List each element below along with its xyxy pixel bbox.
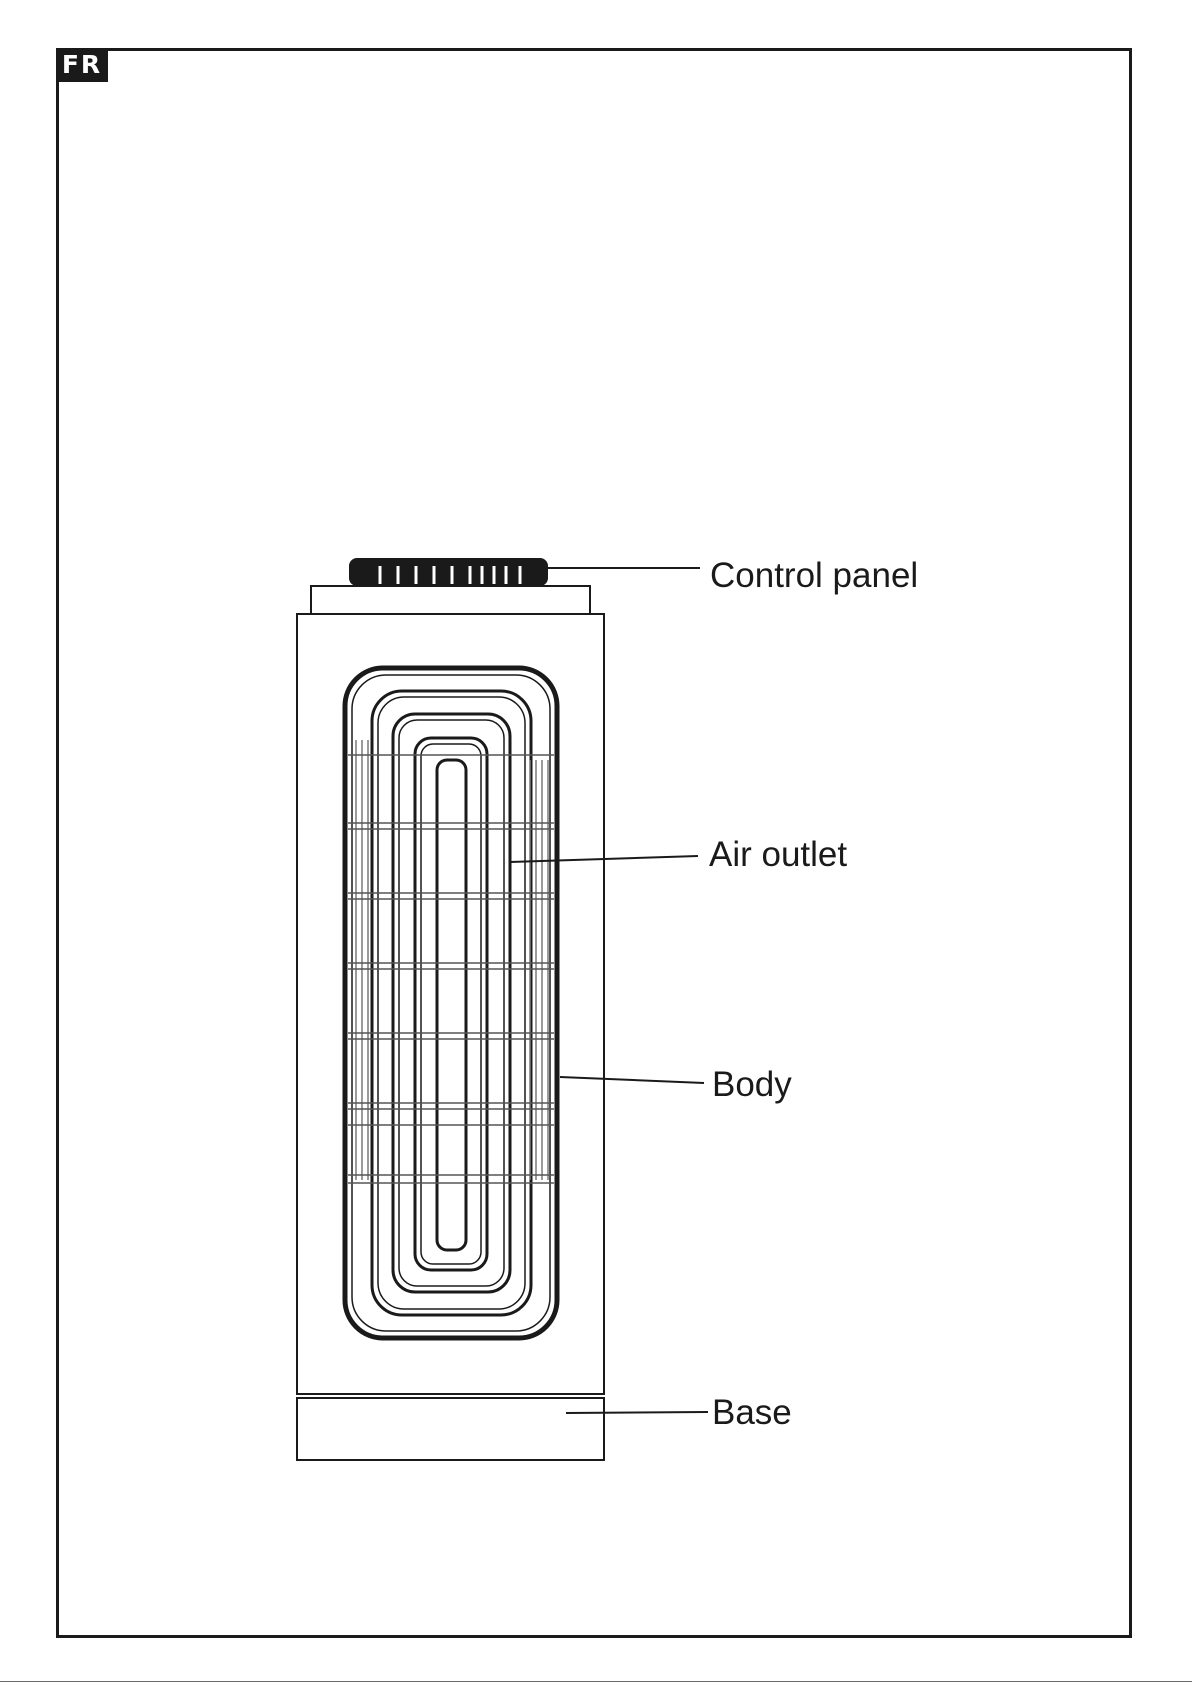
leader-line-base (566, 1412, 708, 1413)
label-air-outlet: Air outlet (709, 835, 847, 874)
label-base: Base (712, 1393, 792, 1432)
label-control-panel: Control panel (710, 556, 918, 595)
top-cap (311, 586, 590, 614)
heater-base (297, 1398, 604, 1460)
callout-labels: Control panel Air outlet Body Base (709, 556, 918, 1432)
label-body: Body (712, 1065, 792, 1104)
control-panel-knob (349, 558, 548, 586)
